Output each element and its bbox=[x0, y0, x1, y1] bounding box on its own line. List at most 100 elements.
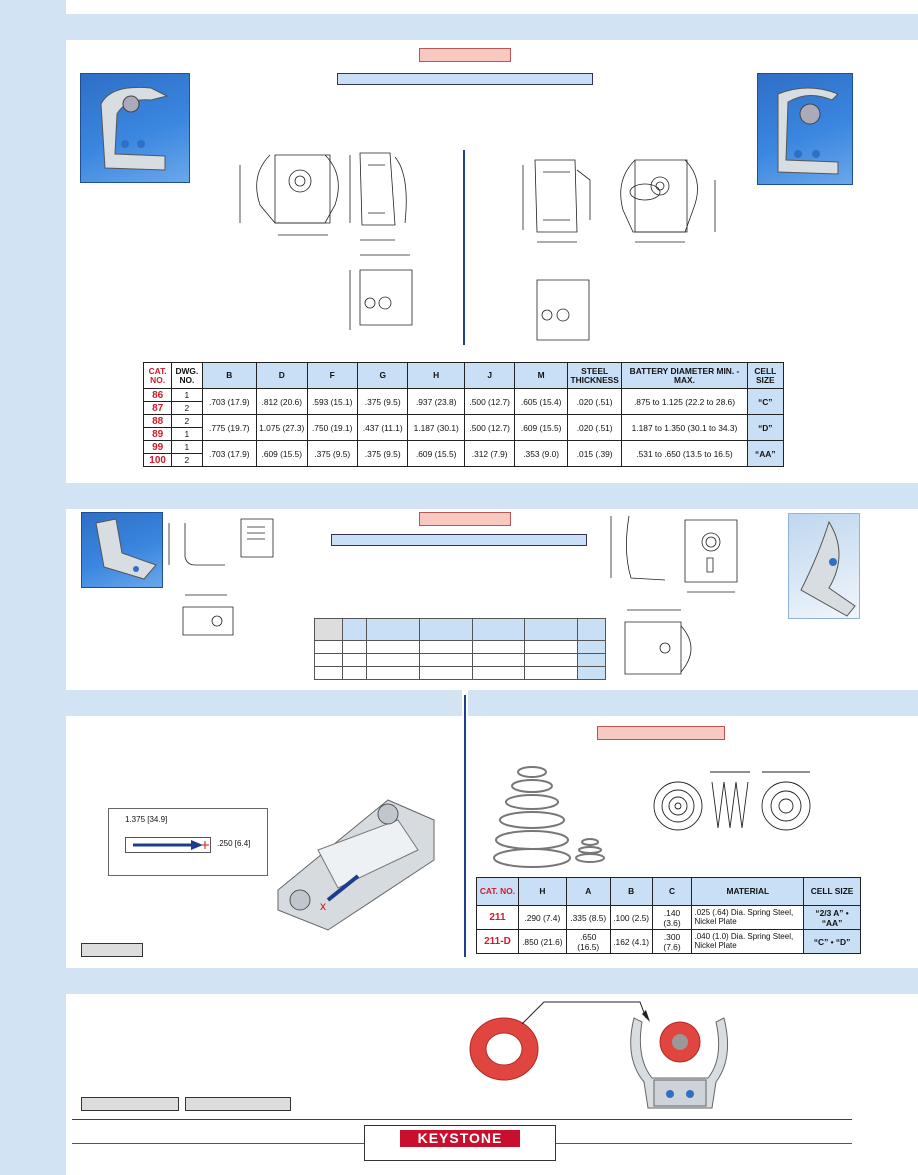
section-band-2 bbox=[66, 483, 918, 509]
col-header: H bbox=[407, 362, 465, 389]
col-header: M bbox=[514, 362, 568, 389]
reference-tag-button[interactable] bbox=[185, 1097, 291, 1111]
col-header: CAT. NO. bbox=[142, 362, 173, 389]
cell-H: .609 (15.5) bbox=[407, 440, 465, 467]
svg-text:x: x bbox=[320, 899, 326, 913]
cell-M: .609 (15.5) bbox=[514, 414, 568, 441]
cell-B: .703 (17.9) bbox=[201, 388, 258, 415]
col-header: CELL SIZE bbox=[803, 877, 861, 906]
reference-tag-button[interactable] bbox=[81, 1097, 179, 1111]
col-header: A bbox=[565, 877, 611, 906]
dwg-no: 2 bbox=[171, 453, 203, 467]
cat-no: 89 bbox=[142, 427, 173, 441]
col-header: BATTERY DIAMETER MIN. - MAX. bbox=[621, 362, 748, 389]
section-title-tag bbox=[419, 512, 511, 526]
spec-table-clips: CAT. NO. DWG. NO. B D F G H J M STEEL TH… bbox=[142, 362, 785, 467]
dwg-no: 1 bbox=[171, 427, 203, 441]
cat-no: 87 bbox=[142, 401, 173, 415]
cell-F: .750 (19.1) bbox=[306, 414, 358, 441]
cat-no: 211 bbox=[476, 905, 519, 930]
product-photo-contact-left bbox=[81, 512, 163, 588]
section-band-1 bbox=[66, 14, 918, 40]
section-band-4 bbox=[66, 968, 918, 994]
cell-B: .100 (2.5) bbox=[609, 905, 653, 930]
cell-M: .605 (15.4) bbox=[514, 388, 568, 415]
spec-table-springs: CAT. NO. H A B C MATERIAL CELL SIZE 211 … bbox=[476, 877, 861, 954]
cell-F: .593 (15.1) bbox=[306, 388, 358, 415]
cell-size: “2/3 A” • “AA” bbox=[803, 905, 861, 930]
logo-wordmark: KEYSTONE bbox=[400, 1130, 520, 1147]
col-header: H bbox=[517, 877, 567, 906]
mini-table-contacts bbox=[314, 618, 606, 680]
col-header: CELL SIZE bbox=[746, 362, 785, 389]
cell-J: .500 (12.7) bbox=[463, 414, 516, 441]
cell-H: .850 (21.6) bbox=[517, 929, 567, 954]
cell-size: “C” bbox=[746, 388, 785, 415]
dwg-no: 1 bbox=[171, 388, 203, 402]
cell-B: .703 (17.9) bbox=[201, 440, 258, 467]
reference-tag-button[interactable] bbox=[81, 943, 143, 957]
drawing-contact-left bbox=[165, 515, 300, 650]
dimension-height: .250 [6.4] bbox=[217, 839, 251, 848]
product-photo-clip-left bbox=[80, 73, 190, 183]
col-header: STEEL THICKNESS bbox=[566, 362, 623, 389]
col-header: B bbox=[609, 877, 653, 906]
cell-diameter: 1.187 to 1.350 (30.1 to 34.3) bbox=[621, 414, 748, 441]
cell-steel: .015 (.39) bbox=[566, 440, 623, 467]
dwg-no: 1 bbox=[171, 440, 203, 454]
section-subtitle-bar bbox=[331, 534, 587, 546]
keystone-logo: KEYSTONE bbox=[364, 1125, 556, 1161]
col-header: F bbox=[306, 362, 358, 389]
col-header: J bbox=[463, 362, 516, 389]
cell-J: .500 (12.7) bbox=[463, 388, 516, 415]
cell-material: .040 (1.0) Dia. Spring Steel, Nickel Pla… bbox=[691, 929, 805, 954]
dimension-callout: 1.375 [34.9] .250 [6.4] bbox=[108, 808, 268, 876]
cell-G: .375 (9.5) bbox=[356, 440, 409, 467]
cell-D: 1.075 (27.3) bbox=[256, 414, 308, 441]
section-subtitle-bar bbox=[337, 73, 593, 85]
cell-steel: .020 (.51) bbox=[566, 388, 623, 415]
cell-G: .375 (9.5) bbox=[356, 388, 409, 415]
cell-J: .312 (7.9) bbox=[463, 440, 516, 467]
drawing-clip-dwg1 bbox=[230, 135, 460, 350]
cat-no: 211-D bbox=[476, 929, 519, 954]
col-header: D bbox=[256, 362, 308, 389]
product-photo-clip-right bbox=[757, 73, 853, 185]
col-header: C bbox=[651, 877, 693, 906]
cell-B: .162 (4.1) bbox=[609, 929, 653, 954]
section-title-tag bbox=[419, 48, 511, 62]
dwg-no: 2 bbox=[171, 401, 203, 415]
cell-C: .140 (3.6) bbox=[651, 905, 693, 930]
cell-D: .812 (20.6) bbox=[256, 388, 308, 415]
cell-F: .375 (9.5) bbox=[306, 440, 358, 467]
cell-M: .353 (9.0) bbox=[514, 440, 568, 467]
cat-no: 86 bbox=[142, 388, 173, 402]
cell-size: “AA” bbox=[746, 440, 785, 467]
col-header: MATERIAL bbox=[691, 877, 805, 906]
drawing-divider-1 bbox=[463, 150, 465, 345]
cell-size: “D” bbox=[746, 414, 785, 441]
col-header: DWG. NO. bbox=[171, 362, 203, 389]
spring-drawings bbox=[650, 768, 810, 838]
section-divider bbox=[464, 695, 466, 957]
col-header: G bbox=[356, 362, 409, 389]
cat-no: 99 bbox=[142, 440, 173, 454]
cell-H: .290 (7.4) bbox=[517, 905, 567, 930]
cell-steel: .020 (.51) bbox=[566, 414, 623, 441]
arrow-icon bbox=[133, 840, 209, 850]
springs-title-tag bbox=[597, 726, 725, 740]
cell-material: .025 (.64) Dia. Spring Steel, Nickel Pla… bbox=[691, 905, 805, 930]
spring-photo bbox=[490, 762, 620, 872]
cat-no: 88 bbox=[142, 414, 173, 428]
cell-G: .437 (11.1) bbox=[356, 414, 409, 441]
battery-holder-photo: x bbox=[268, 790, 448, 940]
cell-A: .335 (8.5) bbox=[565, 905, 611, 930]
cell-D: .609 (15.5) bbox=[256, 440, 308, 467]
dimension-length: 1.375 [34.9] bbox=[125, 815, 168, 824]
left-margin-bar bbox=[0, 0, 66, 1175]
cell-B: .775 (19.7) bbox=[201, 414, 258, 441]
col-header: CAT. NO. bbox=[476, 877, 519, 906]
product-photo-contact-right bbox=[788, 513, 860, 619]
callout-arrow bbox=[520, 1000, 650, 1030]
